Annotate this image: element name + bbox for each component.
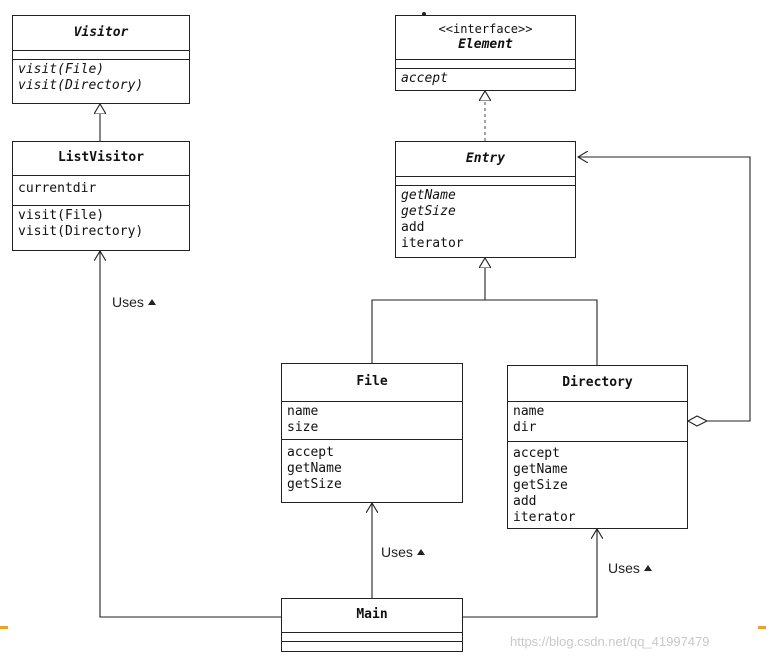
directory-class-header: Directory (508, 366, 687, 402)
file-method: accept (287, 445, 334, 460)
entry-attributes (396, 177, 575, 186)
file-branch (371, 299, 485, 363)
watermark: https://blog.csdn.net/qq_41997479 (510, 634, 710, 649)
listvisitor-field: currentdir (18, 181, 97, 196)
uses-label-text: Uses (381, 544, 413, 560)
entry-method: add (401, 220, 425, 235)
main-attributes (282, 633, 462, 642)
directory-method: getName (513, 462, 568, 477)
directory-method: iterator (513, 510, 576, 525)
element-attributes (396, 60, 575, 69)
entry-class-name: Entry (465, 151, 506, 166)
direction-triangle-icon (643, 565, 652, 571)
uses-label-text: Uses (112, 294, 144, 310)
directory-class-name: Directory (562, 375, 633, 390)
file-class-name: File (356, 374, 388, 389)
left-edge-mark (0, 626, 8, 629)
main-class: Main (281, 598, 463, 652)
aggregation-diamond (686, 415, 709, 427)
corner-dot (422, 12, 426, 16)
file-method: getName (287, 461, 342, 476)
listvisitor-class-name: ListVisitor (57, 150, 145, 165)
file-field: size (287, 420, 319, 435)
visitor-class-header: Visitor (13, 16, 189, 51)
directory-class: Directory name dir accept getName getSiz… (507, 365, 688, 529)
element-methods: accept (396, 69, 575, 89)
visitor-method: visit(Directory) (18, 78, 144, 93)
directory-methods: accept getName getSize add iterator (508, 442, 687, 528)
entry-method: getSize (401, 204, 456, 219)
visitor-methods: visit(File) visit(Directory) (13, 60, 189, 96)
entry-class: Entry getName getSize add iterator (395, 141, 576, 258)
listvisitor-method: visit(File) (18, 208, 105, 223)
main-uses-listvisitor (100, 251, 281, 618)
file-fields: name size (282, 402, 462, 440)
uses-label-file: Uses (381, 544, 425, 560)
element-interface-header: <<interface>> Element (396, 16, 575, 60)
file-field: name (287, 404, 319, 419)
main-methods (282, 642, 462, 651)
visitor-method: visit(File) (18, 62, 105, 77)
file-class-header: File (282, 364, 462, 402)
entry-methods: getName getSize add iterator (396, 186, 575, 254)
interface-stereotype: <<interface>> (438, 22, 533, 36)
file-method: getSize (287, 477, 342, 492)
directory-field: name (513, 404, 545, 419)
main-class-name: Main (356, 607, 388, 622)
direction-triangle-icon (147, 299, 156, 305)
element-interface: <<interface>> Element accept (395, 15, 576, 91)
right-edge-mark (758, 626, 766, 629)
visitor-attributes (13, 51, 189, 60)
direction-triangle-icon (416, 549, 425, 555)
directory-aggregates-entry (578, 157, 751, 422)
file-class: File name size accept getName getSize (281, 363, 463, 503)
file-methods: accept getName getSize (282, 440, 462, 495)
visitor-class-name: Visitor (73, 25, 129, 40)
listvisitor-methods: visit(File) visit(Directory) (13, 206, 189, 242)
entry-method: getName (401, 188, 456, 203)
listvisitor-method: visit(Directory) (18, 224, 144, 239)
directory-method: accept (513, 446, 560, 461)
entry-method: iterator (401, 236, 464, 251)
uses-label-text: Uses (608, 560, 640, 576)
main-uses-directory (463, 529, 597, 618)
element-interface-name: Element (458, 37, 513, 52)
uses-label-directory: Uses (608, 560, 652, 576)
directory-fields: name dir (508, 402, 687, 442)
main-class-header: Main (282, 599, 462, 633)
directory-field: dir (513, 420, 537, 435)
listvisitor-class-header: ListVisitor (13, 142, 189, 176)
visitor-class: Visitor visit(File) visit(Directory) (12, 15, 190, 104)
element-method: accept (401, 71, 448, 86)
directory-branch (485, 299, 598, 365)
directory-method: add (513, 494, 537, 509)
listvisitor-fields: currentdir (13, 176, 189, 206)
listvisitor-class: ListVisitor currentdir visit(File) visit… (12, 141, 190, 251)
entry-class-header: Entry (396, 142, 575, 177)
directory-method: getSize (513, 478, 568, 493)
uses-label-listvisitor: Uses (112, 294, 156, 310)
